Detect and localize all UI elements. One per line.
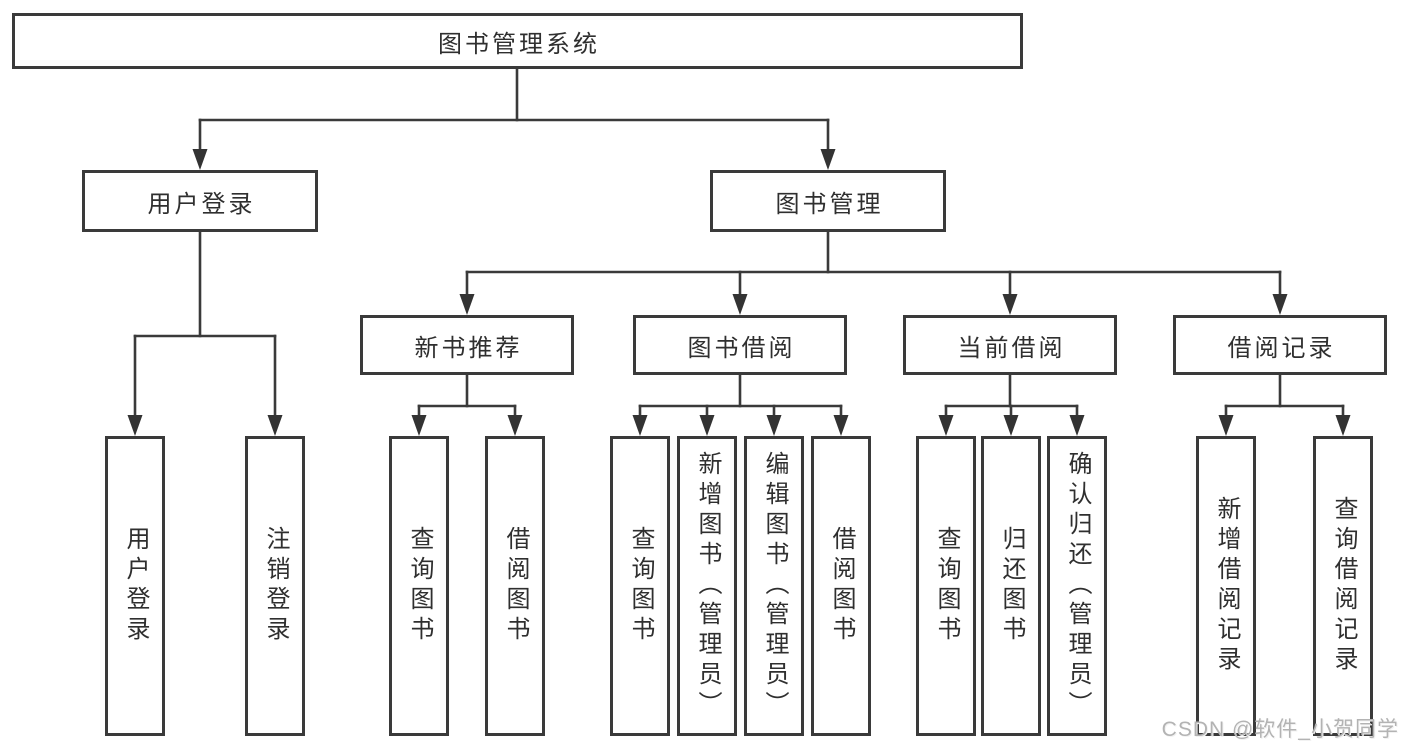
node-label: 用户登录	[147, 190, 256, 218]
leaf-query-books-recommend: 查询图书	[389, 436, 449, 736]
node-borrow-records: 借阅记录	[1173, 315, 1387, 375]
leaf-query-books-current: 查询图书	[916, 436, 976, 736]
leaf-query-books-borrow: 查询图书	[610, 436, 670, 736]
node-book-borrow: 图书借阅	[633, 315, 847, 375]
leaf-borrow-books-recommend: 借阅图书	[485, 436, 545, 736]
leaf-label: 归还图书	[998, 526, 1025, 646]
leaf-label: 确认归还（管理员）	[1064, 451, 1091, 721]
leaf-borrow-books: 借阅图书	[811, 436, 871, 736]
node-library-management-system: 图书管理系统	[12, 13, 1023, 69]
leaf-label: 借阅图书	[828, 526, 855, 646]
leaf-edit-books-admin: 编辑图书（管理员）	[744, 436, 804, 736]
node-label: 借阅记录	[1227, 334, 1336, 362]
node-book-management: 图书管理	[710, 170, 946, 232]
leaf-label: 新增借阅记录	[1213, 496, 1240, 676]
node-label: 当前借阅	[957, 334, 1066, 362]
leaf-label: 查询图书	[627, 526, 654, 646]
node-current-borrow: 当前借阅	[903, 315, 1117, 375]
arrowheads	[127, 149, 1351, 436]
leaf-label: 查询图书	[406, 526, 433, 646]
leaf-label: 新增图书（管理员）	[694, 451, 721, 721]
node-label: 图书管理系统	[438, 30, 600, 58]
node-user-login: 用户登录	[82, 170, 318, 232]
node-new-book-recommend: 新书推荐	[360, 315, 574, 375]
node-label: 图书管理	[775, 190, 884, 218]
leaf-label: 借阅图书	[502, 526, 529, 646]
leaf-logout: 注销登录	[245, 436, 305, 736]
leaf-add-borrow-record: 新增借阅记录	[1196, 436, 1256, 736]
leaf-label: 注销登录	[262, 526, 289, 646]
node-label: 图书借阅	[687, 334, 796, 362]
leaf-query-borrow-record: 查询借阅记录	[1313, 436, 1373, 736]
leaf-return-books: 归还图书	[981, 436, 1041, 736]
node-label: 新书推荐	[414, 334, 523, 362]
leaf-label: 编辑图书（管理员）	[761, 451, 788, 721]
leaf-label: 用户登录	[122, 526, 149, 646]
leaf-label: 查询图书	[933, 526, 960, 646]
leaf-user-login: 用户登录	[105, 436, 165, 736]
leaf-label: 查询借阅记录	[1330, 496, 1357, 676]
leaf-confirm-return-admin: 确认归还（管理员）	[1047, 436, 1107, 736]
leaf-add-books-admin: 新增图书（管理员）	[677, 436, 737, 736]
